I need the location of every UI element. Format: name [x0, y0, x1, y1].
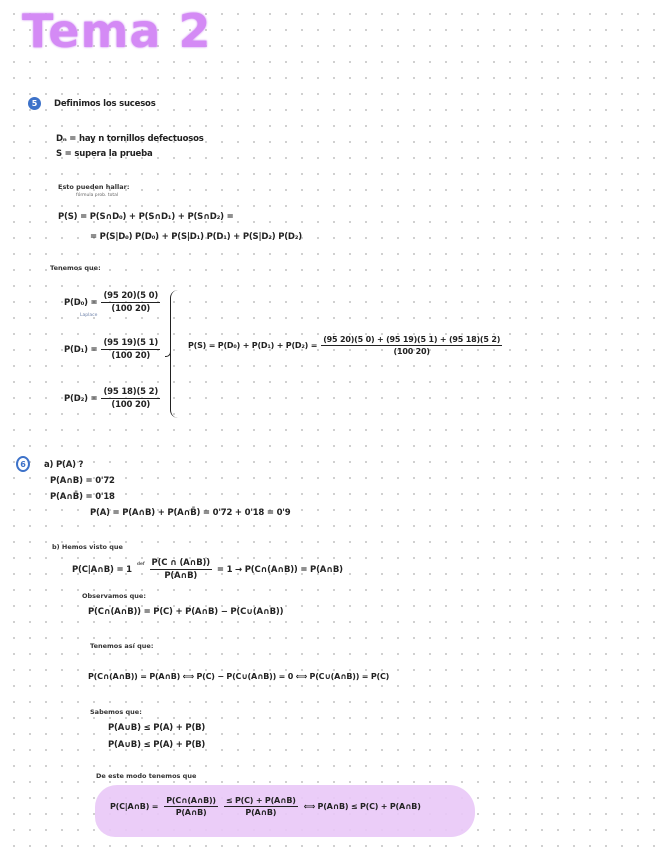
part-b-lhs: P(C|A∩B) = 1: [72, 564, 132, 575]
part-a-label: a) P(A) ?: [44, 460, 84, 470]
p-d1-fraction: (95 19)(5 1) (100 20): [101, 338, 161, 361]
part-b-fraction: P(C ∩ (A∩B)) P(A∩B): [149, 558, 212, 581]
p-d1-lhs: P(D₁) =: [64, 344, 98, 355]
part-b-rhs: = 1 → P(C∩(A∩B)) = P(A∩B): [216, 564, 343, 575]
p-d1-num: (95 19)(5 1): [101, 338, 161, 350]
p-d0-lhs: P(D₀) =: [64, 297, 98, 308]
curly-brace: [165, 290, 180, 418]
tenemos-asi-label: Tenemos así que:: [90, 642, 154, 650]
p-d0-formula: P(D₀) = (95 20)(5 0) (100 20): [64, 291, 161, 314]
observamos-label: Observamos que:: [82, 592, 146, 600]
p-d2-den: (100 20): [111, 400, 151, 410]
final-frac1-num: P(C∩(A∩B)): [164, 796, 218, 807]
total-prob-line-2: = P(S|D₀) P(D₀) + P(S|D₁) P(D₁) + P(S|D₂…: [90, 232, 302, 242]
p-s-total-formula: P(S) = P(D₀) + P(D₁) + P(D₂) = (95 20)(5…: [188, 335, 503, 356]
annotation-total-prob: fórmula prob. total: [76, 193, 119, 198]
p-d2-fraction: (95 18)(5 2) (100 20): [101, 387, 161, 410]
p-d2-formula: P(D₂) = (95 18)(5 2) (100 20): [64, 387, 161, 410]
final-conclusion: P(C|A∩B) = P(C∩(A∩B)) P(A∩B) ≤ P(C) + P(…: [110, 796, 421, 817]
section-5-marker: 5: [28, 97, 41, 110]
page-title: Tema 2: [22, 4, 212, 58]
definition-s: S = supera la prueba: [56, 149, 153, 159]
total-prob-line-1: P(S) = P(S∩D₀) + P(S∩D₁) + P(S∩D₂) =: [58, 212, 234, 222]
part-b-frac-num: P(C ∩ (A∩B)): [149, 558, 212, 570]
highlighted-conclusion-background: [95, 785, 475, 837]
laplace-note: Laplace: [80, 313, 98, 318]
final-frac2-den: P(A∩B): [245, 808, 277, 817]
final-frac1-den: P(A∩B): [175, 808, 207, 817]
definition-d: Dₙ = hay n tornillos defectuosos: [56, 134, 204, 144]
final-fraction-1: P(C∩(A∩B)) P(A∩B): [164, 796, 218, 817]
part-a-result: P(A) = P(A∩B) + P(A∩B̄) = 0'72 + 0'18 = …: [90, 508, 291, 518]
part-b-frac-den: P(A∩B): [164, 571, 198, 581]
p-s-total-fraction: (95 20)(5 0) + (95 19)(5 1) + (95 18)(5 …: [321, 335, 503, 356]
part-b-label: b) Hemos visto que: [52, 543, 123, 551]
final-rhs: ⟺ P(A∩B) ≤ P(C) + P(A∩B): [303, 802, 421, 811]
def-annotation: def: [136, 562, 145, 567]
p-s-total-lhs: P(S) = P(D₀) + P(D₁) + P(D₂) =: [188, 341, 318, 350]
de-este-modo-label: De este modo tenemos que: [96, 772, 197, 780]
cases-intro: Esto pueden hallar:: [58, 183, 130, 191]
tenemos-asi-line: P(C∩(A∩B)) = P(A∩B) ⟺ P(C) − P(C∪(A∩B)) …: [88, 672, 390, 681]
p-d0-fraction: (95 20)(5 0) (100 20): [101, 291, 161, 314]
observamos-line: P(C∩(A∩B)) = P(C) + P(A∩B) − P(C∪(A∩B)): [88, 607, 284, 617]
final-lhs: P(C|A∩B) =: [110, 802, 159, 811]
p-s-total-num: (95 20)(5 0) + (95 19)(5 1) + (95 18)(5 …: [321, 335, 503, 346]
p-d0-den: (100 20): [111, 304, 151, 314]
final-frac2-num: ≤ P(C) + P(A∩B): [223, 796, 298, 807]
sabemos-label: Sabemos que:: [90, 708, 142, 716]
p-d1-formula: P(D₁) = (95 19)(5 1) (100 20): [64, 338, 161, 361]
p-d2-lhs: P(D₂) =: [64, 393, 98, 404]
sabemos-line-2: P(A∪B) ≤ P(A) + P(B): [108, 740, 206, 750]
p-d0-num: (95 20)(5 0): [101, 291, 161, 303]
given-a-and-not-b: P(A∩B̄) = 0'18: [50, 492, 115, 502]
p-d1-den: (100 20): [111, 351, 151, 361]
section-5-heading: Definimos los sucesos: [54, 99, 156, 109]
part-b-conditional-line: P(C|A∩B) = 1 def P(C ∩ (A∩B)) P(A∩B) = 1…: [72, 558, 343, 581]
section-6-marker: 6: [16, 456, 30, 472]
sabemos-line-1: P(A∪B) ≤ P(A) + P(B): [108, 723, 206, 733]
given-a-and-b: P(A∩B) = 0'72: [50, 476, 115, 486]
tenemos-label: Tenemos que:: [50, 264, 101, 272]
p-s-total-den: (100 20): [393, 347, 431, 356]
final-fraction-2: ≤ P(C) + P(A∩B) P(A∩B): [223, 796, 298, 817]
p-d2-num: (95 18)(5 2): [101, 387, 161, 399]
